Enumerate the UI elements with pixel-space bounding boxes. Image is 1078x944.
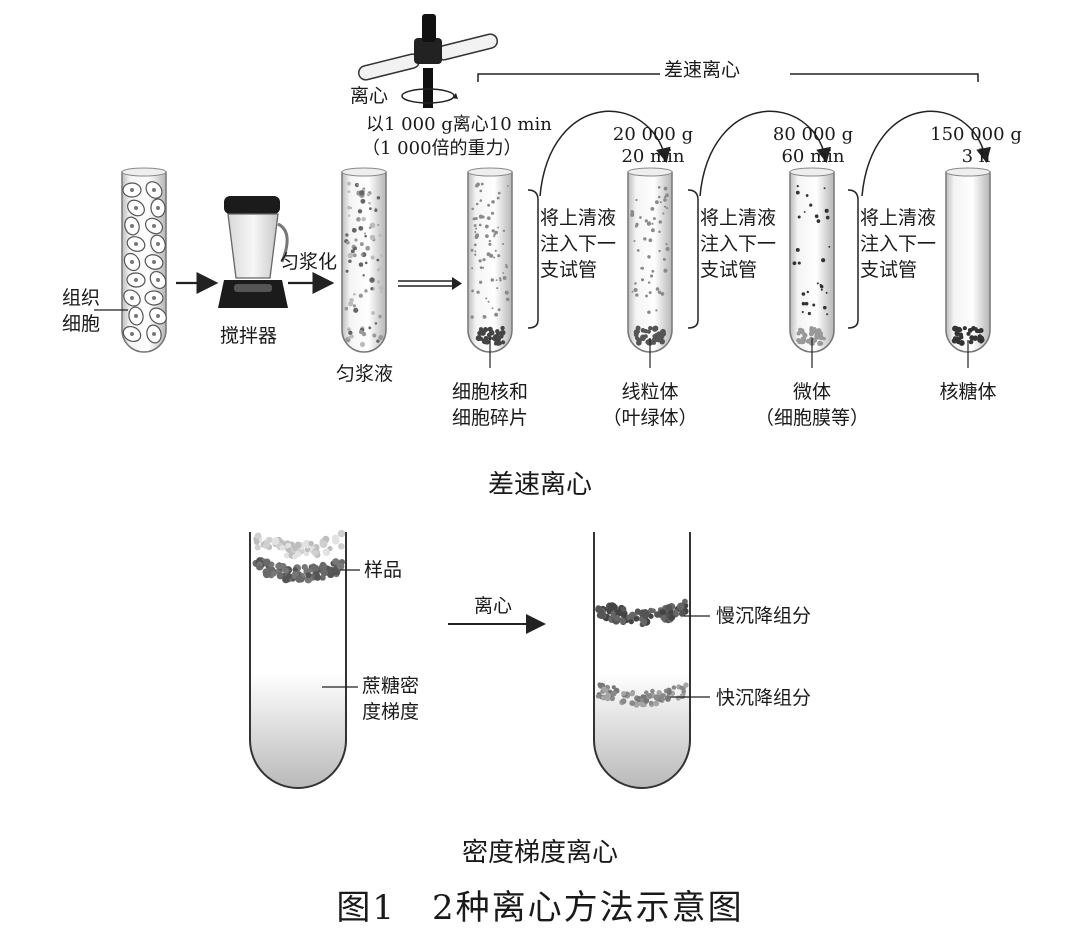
centrifuge-arrow-label: 离心 <box>474 595 513 617</box>
section-title-density: 密度梯度离心 <box>461 838 618 868</box>
tube-diff-2 <box>627 167 673 353</box>
spin-2-force: 80 000 g <box>772 124 854 145</box>
curve-arrow-1 <box>539 110 671 197</box>
pellet-2-line-2: （叶绿体） <box>602 407 698 429</box>
tube-homogenate <box>341 167 387 353</box>
homogenate-label: 匀浆液 <box>336 363 394 385</box>
tissue-label-1: 组织 <box>62 287 101 309</box>
tissue-label-2: 细胞 <box>62 313 101 335</box>
transfer-3-line-1: 将上清液 <box>860 207 937 229</box>
first-spin-line-1: 以1 000 g离心10 min <box>366 114 552 135</box>
pellet-3-line-2: （细胞膜等） <box>754 407 869 429</box>
blender-icon <box>218 196 289 308</box>
tube-diff-4 <box>945 167 991 353</box>
fast-component-label: 快沉降组分 <box>716 687 812 709</box>
spin-1-time: 20 min <box>621 146 685 167</box>
bracket <box>477 73 979 82</box>
figure-caption: 图1 2种离心方法示意图 <box>336 888 744 928</box>
sample-label: 样品 <box>364 559 403 581</box>
transfer-1-line-2: 注入下一 <box>540 233 617 255</box>
supernatant-bracket-3 <box>847 189 859 329</box>
curve-arrow-3 <box>861 110 991 197</box>
spin-3-force: 150 000 g <box>930 124 1022 145</box>
pellet-4-line-1: 核糖体 <box>939 381 997 403</box>
tube-diff-3 <box>789 167 835 353</box>
transfer-1-line-1: 将上清液 <box>540 207 617 229</box>
pellet-1-line-2: 细胞碎片 <box>451 407 528 429</box>
first-spin-line-2: （1 000倍的重力） <box>362 138 522 159</box>
supernatant-bracket-1 <box>527 189 539 329</box>
slow-component-label: 慢沉降组分 <box>716 605 812 627</box>
pellet-3-line-1: 微体 <box>792 381 831 403</box>
centrifuge-label: 离心 <box>350 85 389 107</box>
tube-tissue <box>121 167 167 353</box>
pellet-2-line-1: 线粒体 <box>621 381 679 403</box>
gradient-label-1: 蔗糖密 <box>362 675 420 697</box>
transfer-2-line-1: 将上清液 <box>700 207 777 229</box>
blender-label: 搅拌器 <box>220 325 278 347</box>
gradient-label-2: 度梯度 <box>362 701 420 723</box>
section-title-differential: 差速离心 <box>487 470 592 500</box>
transfer-2-line-3: 支试管 <box>700 259 758 281</box>
tube-gradient-after <box>593 532 691 789</box>
arrow-3 <box>398 277 462 290</box>
tube-gradient-before <box>249 529 347 789</box>
supernatant-bracket-2 <box>687 189 699 329</box>
transfer-2-line-2: 注入下一 <box>700 233 777 255</box>
transfer-1-line-3: 支试管 <box>540 259 598 281</box>
pellet-1-line-1: 细胞核和 <box>451 381 528 403</box>
homogenize-label: 匀浆化 <box>280 251 338 273</box>
spin-2-time: 60 min <box>781 146 845 167</box>
spin-3-time: 3 h <box>961 146 991 167</box>
centrifuge-icon <box>357 14 499 108</box>
spin-1-force: 20 000 g <box>612 124 694 145</box>
transfer-3-line-2: 注入下一 <box>860 233 937 255</box>
bracket-label: 差速离心 <box>664 59 741 81</box>
transfer-3-line-3: 支试管 <box>860 259 918 281</box>
curve-arrow-2 <box>699 110 831 197</box>
tube-diff-1 <box>467 167 513 353</box>
